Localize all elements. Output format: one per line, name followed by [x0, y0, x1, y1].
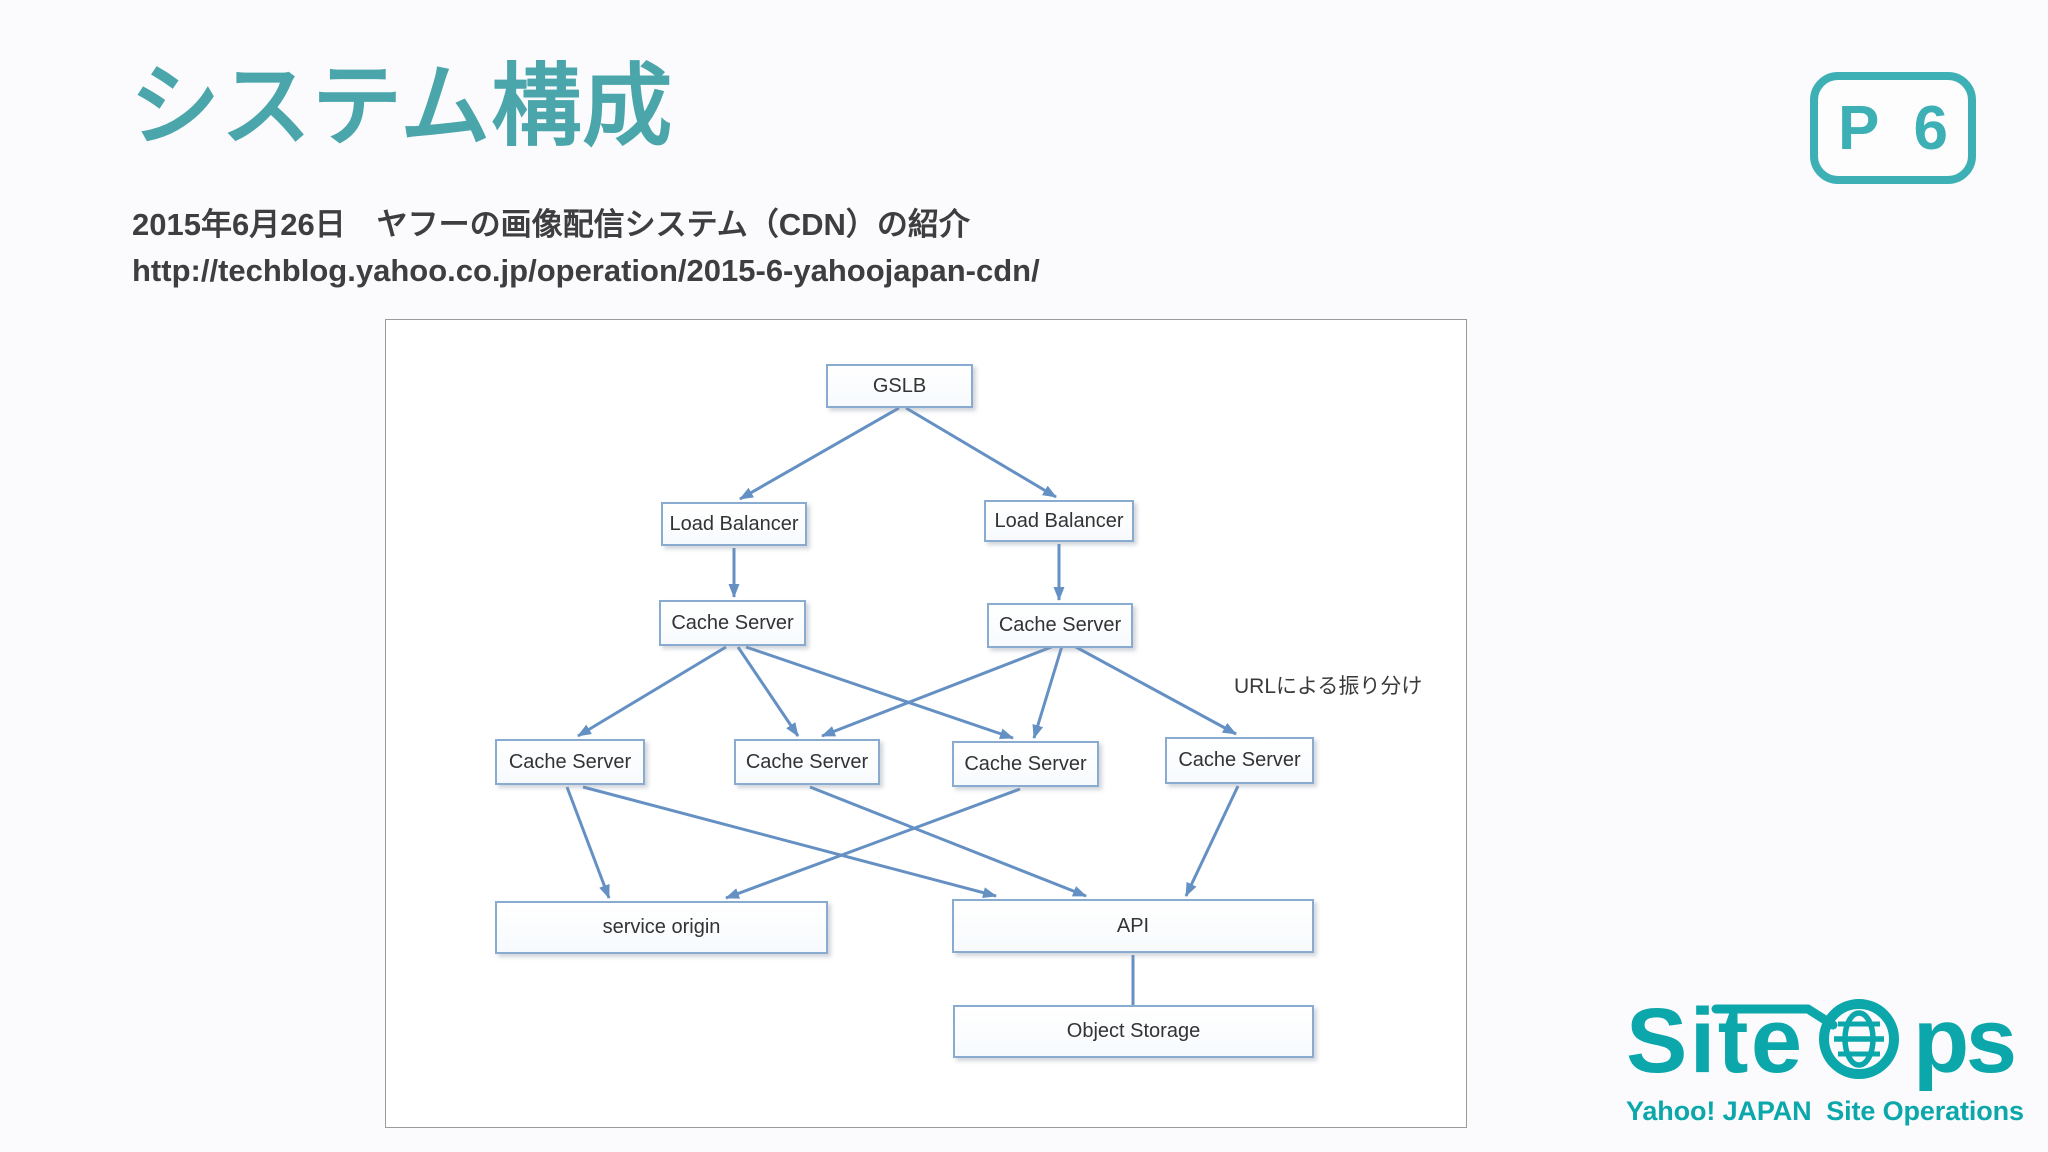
diagram-edges-svg: [565, 406, 1240, 1005]
node-gslb: GSLB: [826, 364, 973, 408]
page-number-badge: P 6: [1810, 72, 1976, 184]
node-api: API: [952, 899, 1314, 953]
source-reference: 2015年6月26日 ヤフーの画像配信システム（CDN）の紹介 http://t…: [132, 202, 1040, 293]
source-url-line: http://techblog.yahoo.co.jp/operation/20…: [132, 252, 1040, 288]
siteops-logo: Site ps Yahoo! JAPAN Site Operations: [1626, 996, 2024, 1126]
edge-cache2-right-to-cache3-2: [821, 644, 1055, 738]
edge-cache2-right-to-cache3-3: [1032, 645, 1064, 739]
node-load-balancer-right: Load Balancer: [984, 500, 1134, 542]
node-object-storage: Object Storage: [953, 1005, 1314, 1058]
logo-tagline: Yahoo! JAPAN Site Operations: [1626, 1096, 2024, 1126]
edge-cache3-1-to-service-origin: [565, 786, 611, 899]
page-title: システム構成: [130, 57, 674, 157]
edge-cache3-3-to-service-origin: [725, 787, 1021, 900]
node-cache-tier3-1: Cache Server: [495, 739, 645, 785]
edge-gslb-to-lb-right: [905, 406, 1057, 499]
edge-cache3-4-to-api: [1184, 785, 1240, 897]
architecture-diagram: GSLB Load Balancer Load Balancer Cache S…: [385, 319, 1467, 1128]
node-cache-tier3-2: Cache Server: [734, 739, 880, 785]
node-cache-tier2-right: Cache Server: [987, 603, 1133, 648]
edge-gslb-to-lb-left: [739, 406, 900, 501]
node-cache-tier2-left: Cache Server: [659, 600, 806, 646]
node-service-origin: service origin: [495, 901, 828, 954]
edge-cache3-2-to-api: [809, 785, 1087, 898]
node-cache-tier3-3: Cache Server: [952, 741, 1099, 787]
edge-cache2-right-to-cache3-4: [1073, 644, 1237, 736]
source-title-line: 2015年6月26日 ヤフーの画像配信システム（CDN）の紹介: [132, 207, 970, 242]
node-cache-tier3-4: Cache Server: [1165, 737, 1314, 784]
globe-icon: [1819, 999, 1899, 1079]
logo-wordmark-ps: ps: [1913, 996, 2017, 1092]
node-load-balancer-left: Load Balancer: [661, 502, 807, 546]
edge-cache2-left-to-cache3-1: [577, 645, 727, 738]
edge-cache3-1-to-api: [582, 785, 997, 899]
url-routing-annotation: URLによる振り分け: [1234, 675, 1423, 698]
edge-cache2-left-to-cache3-2: [736, 646, 800, 737]
edge-cache2-left-to-cache3-3: [745, 645, 1014, 740]
